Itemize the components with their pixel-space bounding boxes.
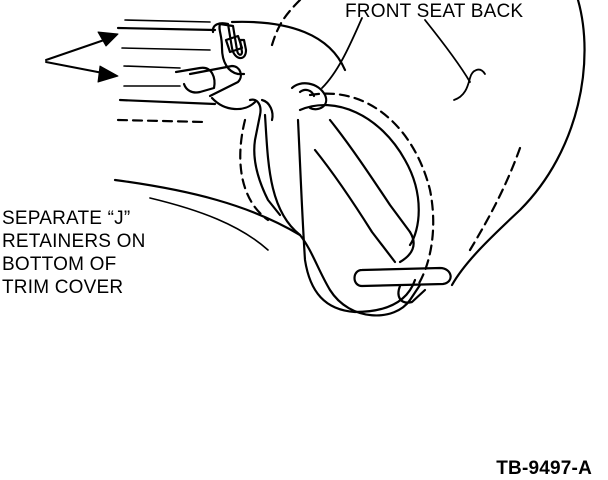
frame-tube-top [328,118,412,234]
separate-retainers-label: SEPARATE “J” RETAINERS ON BOTTOM OF TRIM… [2,207,146,299]
frame-tube-corner [398,230,415,264]
separate-retainers-line-2: RETAINERS ON [2,231,146,252]
flow-line-1 [124,19,211,23]
seat-back-outline [450,0,586,287]
cushion-side-line [113,178,302,237]
j-retainer-upper-tab [224,34,244,54]
j-retainer-lower-hook [210,96,257,111]
cushion-upper-line [116,26,217,32]
trim-cover-front [296,118,417,314]
cover-top-hook-inner [298,88,316,98]
seat-back-upper-line [321,17,363,89]
j-retainer-lower-edge [188,64,242,98]
arrow-upper-head [97,31,119,47]
lower-rod-clip [397,284,427,304]
separate-retainers-line-4: TRIM COVER [2,277,124,298]
lower-rod [353,266,452,288]
front-seat-back-label: FRONT SEAT BACK [345,1,524,22]
cushion-lower-line [149,197,269,251]
front-seat-back-leader [424,19,471,83]
seat-back-top-surface [230,20,347,72]
front-seat-back-squiggle [453,68,486,101]
retainer-channel-outer [260,98,274,122]
frame-tube-bottom [313,148,397,264]
flow-line-3 [123,65,181,69]
separate-retainers-line-3: BOTTOM OF [2,254,117,275]
separate-retainers-line-1: SEPARATE “J” [2,208,131,229]
trim-cover-dashed-outline [308,92,435,287]
j-retainer-upper [211,22,248,76]
arrow-lower-line [45,61,109,75]
cushion-dashed-line [116,118,207,124]
cover-top-hook [290,82,328,111]
seat-back-dashed-edge [270,0,302,47]
retainer-channel [248,98,282,217]
seat-back-dashed-right [468,146,522,252]
flow-line-2 [121,47,211,51]
trim-cover-inner [298,104,420,247]
arrow-lower-head [97,65,119,83]
trim-cover-dashed-left [239,118,270,222]
j-retainer-lower [174,66,216,94]
arrow-upper-line [45,37,111,61]
figure-code: TB-9497-A [496,458,592,479]
trim-cover-panel [263,113,422,317]
cushion-mid-line [118,98,217,106]
